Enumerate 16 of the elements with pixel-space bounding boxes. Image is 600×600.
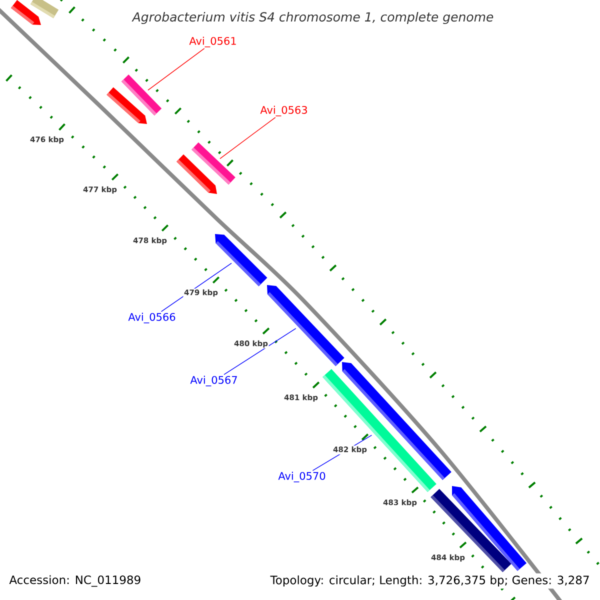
leader-line xyxy=(224,328,296,375)
title: Agrobacterium vitis S4 chromosome 1, complete genome xyxy=(132,12,494,24)
gene-label: Avi_0566 xyxy=(128,312,176,324)
gene-feature xyxy=(106,87,147,124)
gene-label: Avi_0561 xyxy=(189,36,236,48)
gene-label: Avi_0567 xyxy=(190,376,237,386)
gene-feature xyxy=(10,0,41,25)
gene-label: Avi_0563 xyxy=(260,106,307,116)
gene-feature xyxy=(176,154,217,194)
gene-feature xyxy=(215,234,268,286)
accession-text: Accession: NC_011989 xyxy=(9,575,140,587)
gene-feature xyxy=(267,285,344,366)
gene-label: Avi_0570 xyxy=(278,472,326,482)
leader-line xyxy=(148,48,205,91)
genome-info-text: Topology: circular; Length: 3,726,375 bp; Genes: 3,287 xyxy=(268,573,592,589)
leader-line xyxy=(220,117,276,160)
